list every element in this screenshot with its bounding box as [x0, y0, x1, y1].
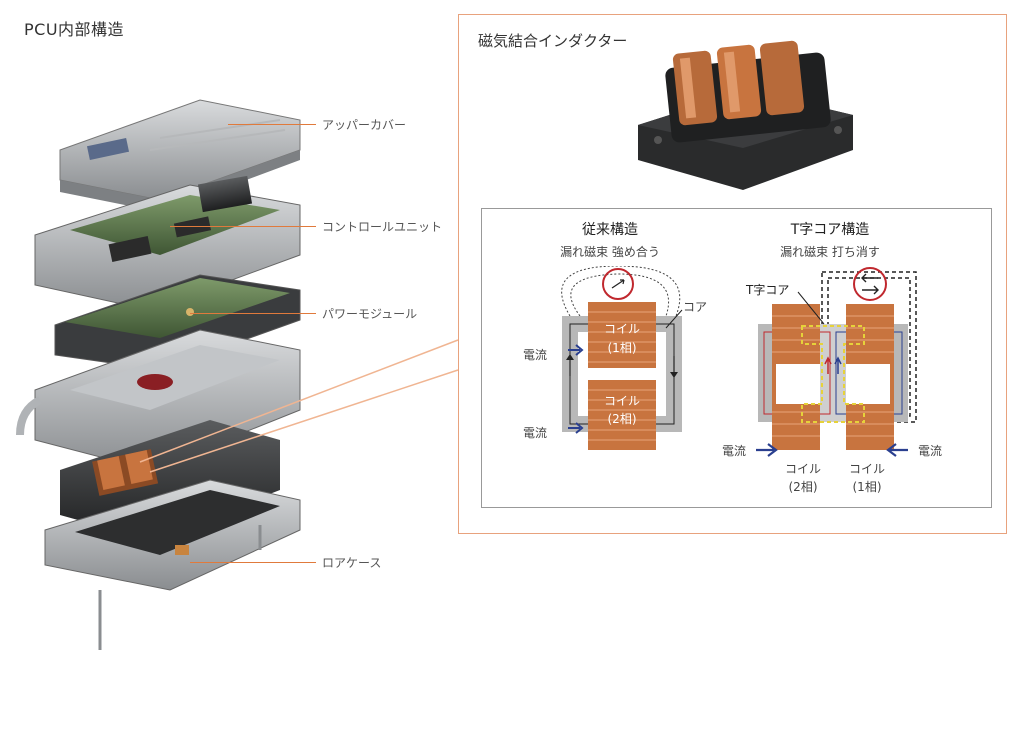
lower-case-shape	[44, 479, 301, 650]
t-core-subheading: 漏れ磁束 打ち消す	[780, 245, 880, 259]
inductor-3d-illustration	[638, 40, 853, 190]
upper-cover-label: アッパーカバー	[322, 118, 407, 132]
t-core-current-left: 電流	[722, 444, 747, 458]
control-unit-shape	[34, 175, 301, 311]
page-title: PCU内部構造	[24, 20, 125, 39]
t-core-label: T字コア	[746, 283, 790, 297]
t-core-heading: T字コア構造	[790, 222, 870, 238]
t-core-current-arrows	[756, 443, 908, 457]
control-unit-leader	[170, 226, 316, 227]
conventional-core-label: コア	[683, 300, 708, 314]
conventional-coil1-line2: (1相)	[607, 341, 637, 355]
pcu-exploded-illustration	[16, 99, 301, 650]
t-core-coil-right-line2: (1相)	[852, 480, 882, 494]
lower-case-label: ロアケース	[322, 556, 382, 570]
power-module-label: パワーモジュール	[322, 307, 418, 321]
inductor-inset-panel	[458, 14, 1007, 534]
conventional-diagram	[561, 266, 683, 450]
inset-title: 磁気結合インダクター	[478, 32, 628, 50]
power-module-leader	[190, 313, 316, 314]
conventional-heading: 従来構造	[582, 222, 638, 238]
conventional-coil2-line2: (2相)	[607, 412, 637, 426]
control-unit-label: コントロールユニット	[322, 220, 443, 234]
upper-cover-shape	[59, 99, 301, 212]
power-module-shape	[54, 274, 301, 371]
conventional-current-bottom: 電流	[523, 426, 548, 440]
t-core-coil-right-line1: コイル	[848, 462, 885, 476]
conventional-subheading: 漏れ磁束 強め合う	[560, 245, 660, 259]
upper-cover-leader	[228, 124, 316, 125]
t-core-diagram	[758, 267, 917, 450]
lower-case-leader	[190, 562, 316, 563]
conventional-coil1-line1: コイル	[603, 322, 640, 336]
t-core-current-right: 電流	[918, 444, 943, 458]
t-core-coil-left-line2: (2相)	[788, 480, 818, 494]
t-core-coil-left-line1: コイル	[784, 462, 821, 476]
conventional-coil2-line1: コイル	[603, 394, 640, 408]
comparison-box	[481, 208, 992, 508]
conventional-current-top: 電流	[523, 348, 548, 362]
